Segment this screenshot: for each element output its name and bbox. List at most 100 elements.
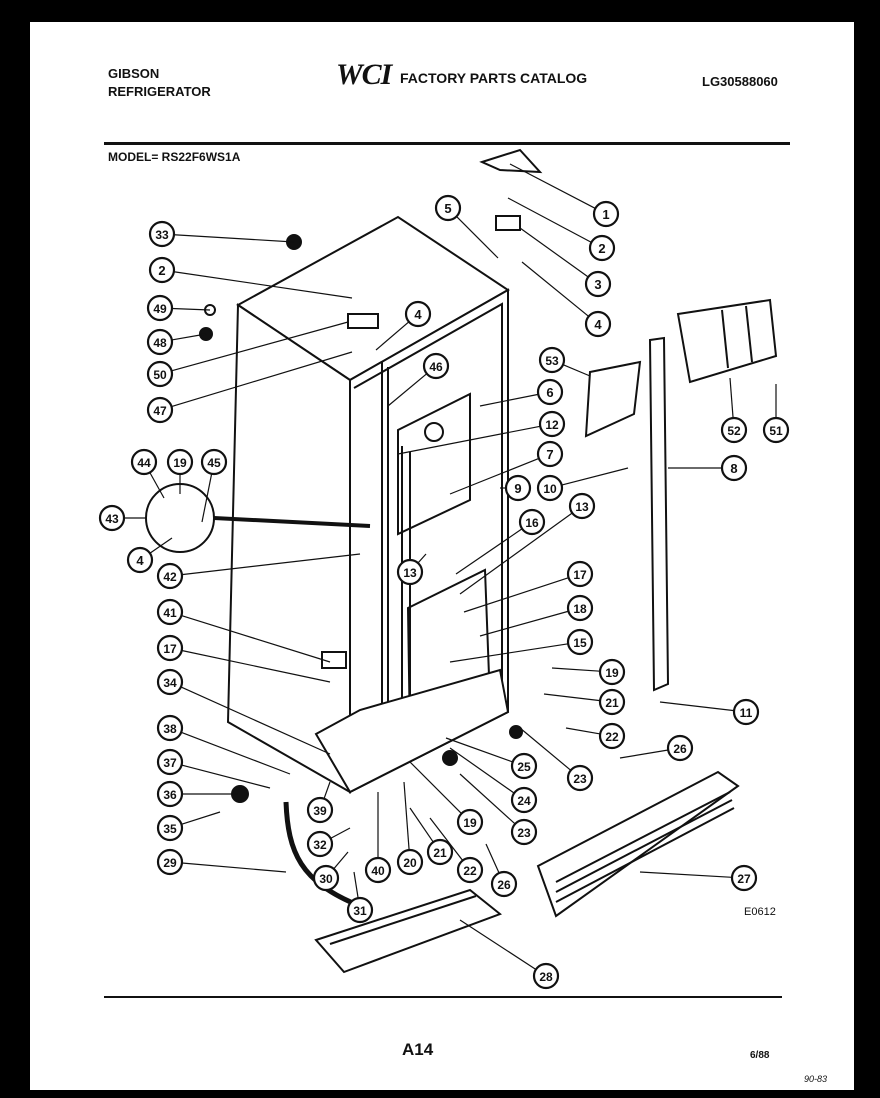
- callout-32: 32: [306, 830, 334, 858]
- leader-line: [149, 472, 165, 499]
- callout-bubble: [732, 698, 760, 726]
- callout-bubble: [566, 560, 594, 588]
- callout-26: 26: [490, 870, 518, 898]
- callout-22: 22: [456, 856, 484, 884]
- callout-41: 41: [156, 598, 184, 626]
- callout-number: 1: [602, 207, 609, 222]
- callout-number: 36: [163, 788, 177, 802]
- callout-bubble: [490, 870, 518, 898]
- callout-number: 46: [429, 360, 443, 374]
- callout-22: 22: [598, 722, 626, 750]
- callout-number: 43: [105, 512, 119, 526]
- callout-48: 48: [146, 328, 174, 356]
- callout-bubble: [504, 474, 532, 502]
- callout-number: 34: [163, 676, 177, 690]
- callout-bubble: [146, 294, 174, 322]
- callout-bubble: [148, 220, 176, 248]
- callout-bubble: [146, 328, 174, 356]
- leader-line: [659, 701, 735, 712]
- callout-bubble: [456, 856, 484, 884]
- callout-number: 4: [414, 307, 422, 322]
- callout-bubble: [156, 814, 184, 842]
- document-number: LG30588060: [702, 74, 778, 89]
- callout-16: 16: [518, 508, 546, 536]
- callout-30: 30: [312, 864, 340, 892]
- leader-line: [565, 727, 601, 735]
- callout-number: 51: [769, 424, 783, 438]
- callout-bubble: [426, 838, 454, 866]
- leader-line: [173, 271, 353, 299]
- callout-17: 17: [566, 560, 594, 588]
- handwritten-mark: 90-83: [804, 1074, 828, 1084]
- callout-bubble: [306, 830, 334, 858]
- leader-line: [173, 234, 295, 243]
- leader-line: [171, 333, 207, 341]
- callout-bubble: [510, 786, 538, 814]
- wci-logo: WCI: [336, 58, 392, 91]
- callout-number: 52: [727, 424, 741, 438]
- callout-4: 4: [126, 546, 154, 574]
- callout-number: 50: [153, 368, 167, 382]
- footer-rule: [104, 996, 782, 998]
- callout-8: 8: [720, 454, 748, 482]
- callout-19: 19: [166, 448, 194, 476]
- callout-number: 23: [517, 826, 531, 840]
- callout-number: 17: [573, 568, 587, 582]
- leader-line: [330, 827, 351, 839]
- callout-number: 30: [319, 872, 333, 886]
- callout-number: 24: [517, 794, 531, 808]
- leader-line: [181, 553, 361, 576]
- callout-37: 37: [156, 748, 184, 776]
- callout-44: 44: [130, 448, 158, 476]
- leader-line: [403, 781, 410, 851]
- leader-line: [397, 425, 541, 455]
- callout-bubble: [146, 360, 174, 388]
- callout-number: 4: [136, 553, 144, 568]
- callout-number: 28: [539, 970, 553, 984]
- leader-line: [639, 871, 733, 878]
- leader-line: [459, 512, 573, 595]
- callout-bubble: [538, 410, 566, 438]
- callout-38: 38: [156, 714, 184, 742]
- callout-number: 41: [163, 606, 177, 620]
- callout-19: 19: [598, 658, 626, 686]
- callout-number: 53: [545, 354, 559, 368]
- leader-line: [333, 851, 349, 870]
- leader-line: [459, 919, 537, 970]
- callout-15: 15: [566, 628, 594, 656]
- leader-line: [551, 667, 601, 672]
- callout-bubble: [598, 688, 626, 716]
- callout-bubble: [166, 448, 194, 476]
- leader-line: [171, 351, 353, 408]
- callout-21: 21: [598, 688, 626, 716]
- callout-13: 13: [568, 492, 596, 520]
- callout-number: 13: [575, 500, 589, 514]
- callout-bubble: [396, 558, 424, 586]
- page-number: A14: [402, 1040, 434, 1059]
- callout-bubble: [566, 628, 594, 656]
- callout-number: 47: [153, 404, 167, 418]
- leader-line: [201, 473, 213, 523]
- callout-number: 19: [605, 666, 619, 680]
- callout-bubble: [156, 780, 184, 808]
- callout-bubble: [720, 454, 748, 482]
- catalog-sheet: GIBSON REFRIGERATOR WCI FACTORY PARTS CA…: [30, 22, 854, 1090]
- product-type: REFRIGERATOR: [108, 84, 211, 99]
- leader-line: [509, 163, 596, 209]
- callout-28: 28: [532, 962, 560, 990]
- leader-line: [521, 261, 590, 317]
- print-date: 6/88: [750, 1050, 770, 1061]
- callout-5: 5: [434, 194, 462, 222]
- leader-line: [456, 216, 499, 259]
- callout-bubble: [312, 864, 340, 892]
- callout-number: 40: [371, 864, 385, 878]
- callout-bubble: [510, 752, 538, 780]
- callout-17: 17: [156, 634, 184, 662]
- callout-bubble: [434, 194, 462, 222]
- callout-bubble: [532, 962, 560, 990]
- callout-number: 19: [463, 816, 477, 830]
- leader-line: [543, 693, 601, 702]
- callout-number: 44: [137, 456, 151, 470]
- callout-bubble: [396, 848, 424, 876]
- callout-bubble: [598, 722, 626, 750]
